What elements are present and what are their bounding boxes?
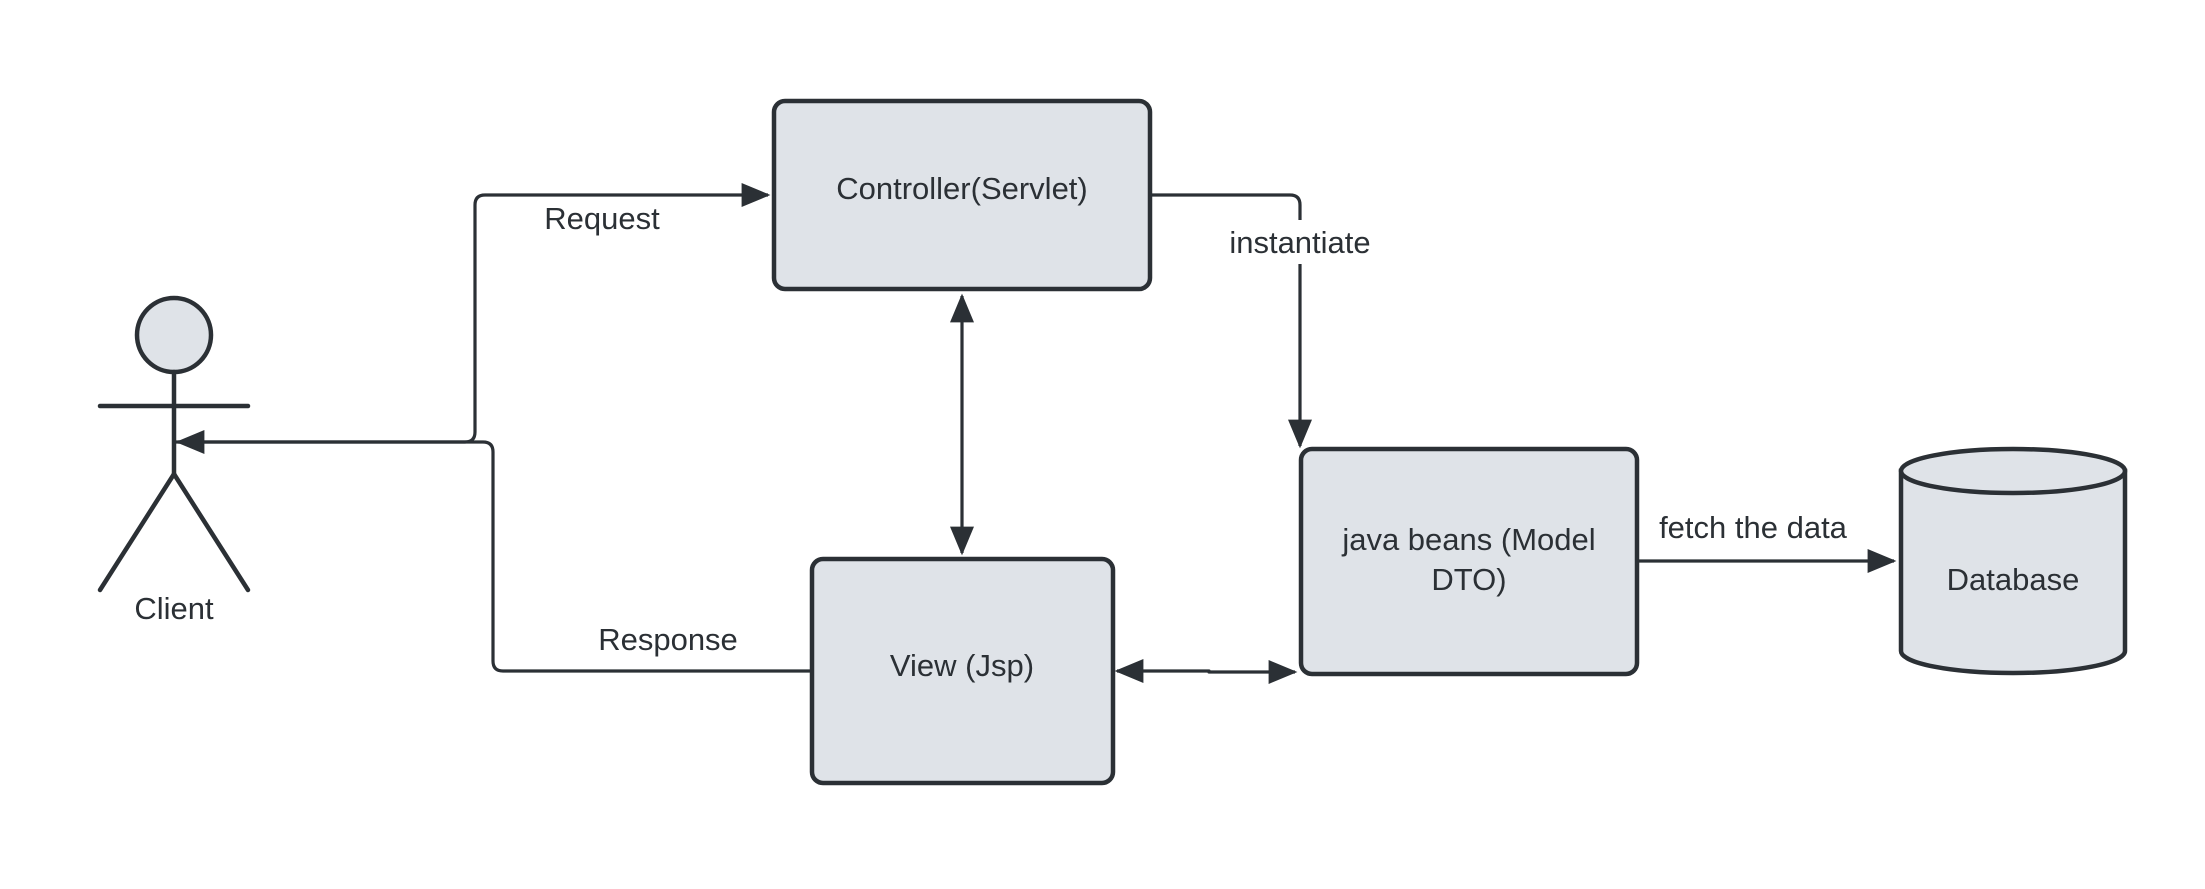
client-label: Client — [134, 591, 214, 626]
controller-node[interactable]: Controller(Servlet) — [771, 98, 1153, 292]
client-left-leg — [97, 471, 177, 593]
controller-box — [771, 98, 1153, 292]
database-cylinder-body — [1898, 468, 2128, 676]
view-box — [809, 556, 1116, 786]
response-label: Response — [598, 622, 738, 657]
instantiate-label: instantiate — [1229, 225, 1370, 260]
database-node[interactable]: Database — [1898, 446, 2128, 676]
client-head — [134, 295, 214, 375]
database-label: Database — [1947, 562, 2080, 597]
view-model-connector — [1114, 659, 1298, 684]
database-cylinder-top — [1898, 446, 2128, 496]
request-label: Request — [544, 201, 660, 236]
response-connector — [175, 430, 812, 673]
model-node[interactable]: java beans (Model DTO) — [1298, 446, 1640, 677]
view-label: View (Jsp) — [890, 648, 1034, 683]
instantiate-label-bg — [1220, 220, 1380, 264]
client-actor[interactable]: Client — [97, 295, 251, 626]
view-node[interactable]: View (Jsp) — [809, 556, 1116, 786]
model-box — [1298, 446, 1640, 677]
client-right-leg — [171, 471, 251, 593]
instantiate-connector — [1150, 193, 1312, 449]
model-label-line1: java beans (Model — [1341, 522, 1595, 557]
controller-label: Controller(Servlet) — [836, 171, 1088, 206]
request-connector — [172, 183, 771, 444]
model-label-line2: DTO) — [1431, 562, 1506, 597]
fetch-label: fetch the data — [1659, 510, 1848, 545]
